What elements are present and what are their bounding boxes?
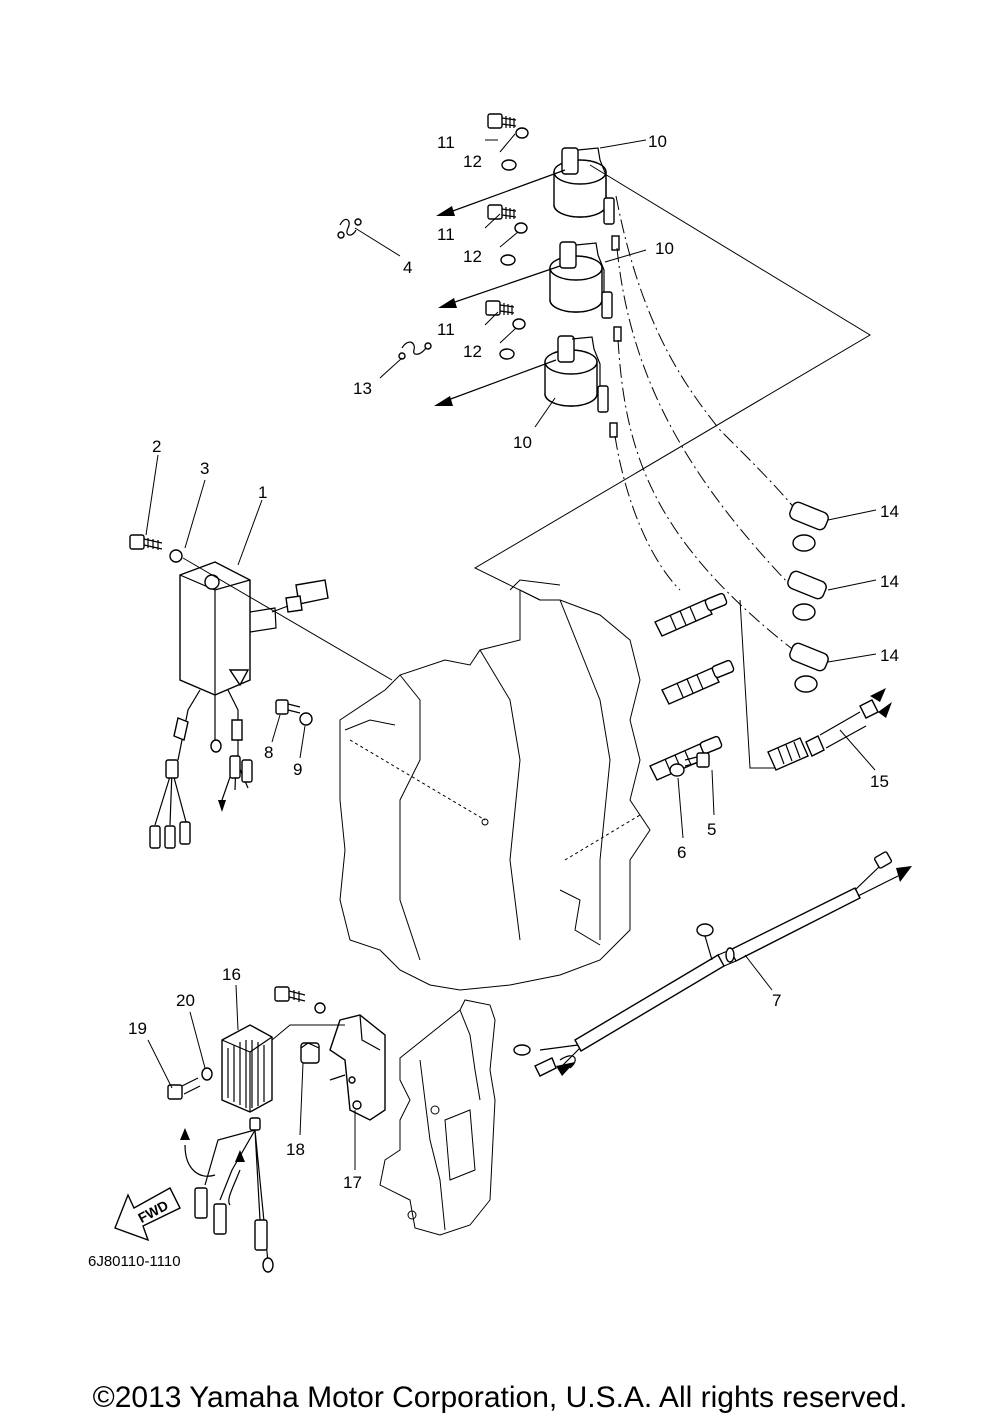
label-1: 1 <box>258 483 267 502</box>
wire-sleeve <box>611 235 620 251</box>
ignition-coil-middle[interactable] <box>549 241 613 319</box>
washer-3[interactable] <box>169 549 183 563</box>
label-19: 19 <box>128 1019 147 1038</box>
washer-20[interactable] <box>201 1067 213 1081</box>
ignition-coil-lower[interactable] <box>544 335 609 413</box>
spark-plug-middle[interactable] <box>661 659 735 705</box>
label-14-upper: 14 <box>880 502 899 521</box>
bolt-8[interactable] <box>275 699 301 715</box>
leader-lines <box>145 133 877 1170</box>
sensor-15[interactable] <box>767 688 892 771</box>
washer-6[interactable] <box>669 763 685 777</box>
label-3: 3 <box>200 459 209 478</box>
label-13: 13 <box>353 379 372 398</box>
wire-sleeve <box>609 422 618 438</box>
wire-sleeve <box>613 326 622 342</box>
bracket-17[interactable] <box>329 1014 386 1121</box>
bolt-2[interactable] <box>129 534 163 550</box>
label-20: 20 <box>176 991 195 1010</box>
label-8: 8 <box>264 743 273 762</box>
drawing-code: 6J80110-1110 <box>88 1253 181 1270</box>
plug-cap-14b[interactable] <box>786 570 828 621</box>
wire-harness-7[interactable] <box>513 851 912 1077</box>
label-12-upper: 12 <box>463 152 482 171</box>
label-12-middle: 12 <box>463 247 482 266</box>
label-14-middle: 14 <box>880 572 899 591</box>
cdi-wire-leads <box>149 689 253 849</box>
bracket-bolt[interactable] <box>274 986 326 1014</box>
spark-plug-top[interactable] <box>654 592 728 637</box>
bolt-11b[interactable] <box>487 204 517 220</box>
part-number-labels: 10 10 10 11 11 11 12 12 12 4 13 2 3 1 14… <box>128 132 899 1192</box>
cdi-connector[interactable] <box>271 579 329 613</box>
washer-12a[interactable] <box>501 127 529 171</box>
washer-9[interactable] <box>299 712 313 726</box>
label-11-upper: 11 <box>437 133 455 152</box>
label-11-lower: 11 <box>437 320 455 339</box>
engine-block <box>339 579 651 991</box>
washer-12c[interactable] <box>499 318 526 360</box>
ignition-coil-upper[interactable] <box>553 147 615 225</box>
reference-lines <box>473 164 871 769</box>
forward-arrow: FWD <box>114 1187 181 1242</box>
plug-cap-14c[interactable] <box>788 642 830 693</box>
label-14-lower: 14 <box>880 646 899 665</box>
label-2: 2 <box>152 437 161 456</box>
clip-13[interactable] <box>398 341 432 360</box>
label-10-middle: 10 <box>655 239 674 258</box>
label-5: 5 <box>707 820 716 839</box>
cdi-reference-line <box>182 557 393 681</box>
coil-direction-arrows <box>434 169 566 406</box>
label-9: 9 <box>293 760 302 779</box>
label-16: 16 <box>222 965 241 984</box>
label-18: 18 <box>286 1140 305 1159</box>
label-10-lower: 10 <box>513 433 532 452</box>
bolt-11a[interactable] <box>487 113 517 129</box>
washer-12b[interactable] <box>500 222 528 266</box>
electrical-bracket <box>379 999 496 1236</box>
bolt-11c[interactable] <box>485 300 515 316</box>
label-6: 6 <box>677 843 686 862</box>
label-11-middle: 11 <box>437 225 455 244</box>
copyright-notice: ©2013 Yamaha Motor Corporation, U.S.A. A… <box>93 1381 908 1414</box>
plug-cap-14a[interactable] <box>788 501 830 552</box>
clip-4[interactable] <box>337 218 362 239</box>
cdi-unit-1[interactable] <box>179 561 277 696</box>
rectifier-wire-leads <box>180 1117 274 1273</box>
spark-plug-bottom[interactable] <box>649 735 723 781</box>
label-4: 4 <box>403 258 412 277</box>
label-12-lower: 12 <box>463 342 482 361</box>
label-10-upper: 10 <box>648 132 667 151</box>
rectifier-regulator-16[interactable] <box>221 1024 345 1113</box>
high-tension-leads <box>614 195 801 656</box>
bolt-19[interactable] <box>167 1077 201 1100</box>
bolt-5[interactable] <box>684 752 710 768</box>
part-18[interactable] <box>300 1042 320 1064</box>
label-15: 15 <box>870 772 889 791</box>
label-7: 7 <box>772 991 781 1010</box>
label-17: 17 <box>343 1173 362 1192</box>
